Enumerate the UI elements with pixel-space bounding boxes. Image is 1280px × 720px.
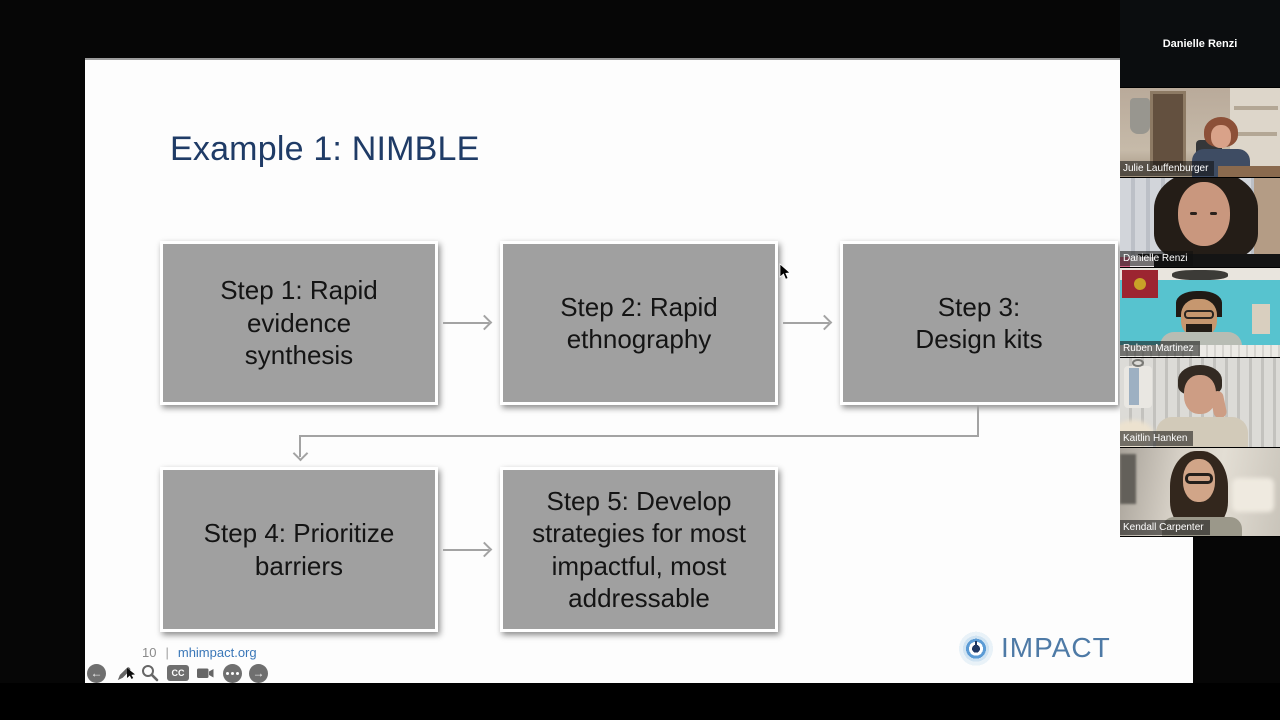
- flow-box-step1-label: Step 1: Rapid evidence synthesis: [220, 275, 378, 371]
- connector-step4-down: [299, 435, 301, 457]
- arrowhead-right-icon: [816, 314, 833, 331]
- hanging-coat: [1130, 98, 1150, 134]
- camera-icon: [197, 668, 214, 678]
- participant-tile-danielle-renzi[interactable]: Danielle Renzi: [1120, 178, 1280, 268]
- page-number: 10: [142, 645, 157, 660]
- person-eye: [1190, 212, 1197, 215]
- window-light: [1232, 478, 1274, 512]
- shared-slide: Example 1: NIMBLE Step 1: Rapid evidence…: [85, 58, 1193, 683]
- zoom-magnifier-button[interactable]: [140, 663, 160, 683]
- door: [1150, 91, 1186, 173]
- flow-box-step2-label: Step 2: Rapid ethnography: [560, 291, 718, 355]
- flow-box-step4: Step 4: Prioritize barriers: [160, 467, 438, 632]
- participant-name: Danielle Renzi: [1120, 251, 1194, 266]
- video-scene: [1120, 178, 1280, 267]
- flow-box-step4-label: Step 4: Prioritize barriers: [203, 518, 395, 581]
- footer-separator: |: [165, 645, 169, 660]
- presenter-toolbar: ← CC: [87, 663, 268, 683]
- connector-step3-down: [977, 405, 979, 436]
- participant-name: Ruben Martinez: [1120, 341, 1200, 356]
- flow-box-step5: Step 5: Develop strategies for most impa…: [500, 467, 778, 632]
- person-hand: [1209, 389, 1228, 420]
- shelf: [1252, 304, 1270, 334]
- flow-box-step3-label: Step 3: Design kits: [915, 291, 1043, 355]
- arrow-step2-step3: [783, 322, 829, 324]
- wall-flag: [1122, 270, 1158, 298]
- person-face: [1211, 125, 1231, 148]
- participant-tile-ruben-martinez[interactable]: Ruben Martinez: [1120, 268, 1280, 358]
- ceiling-fan: [1172, 270, 1228, 280]
- pen-icon: [117, 666, 130, 680]
- website-link[interactable]: mhimpact.org: [177, 645, 257, 660]
- participant-name: Kendall Carpenter: [1120, 520, 1210, 535]
- previous-slide-button[interactable]: ←: [87, 663, 106, 683]
- shelf: [1234, 106, 1278, 110]
- participant-name: Kaitlin Hanken: [1120, 431, 1194, 446]
- next-slide-button[interactable]: →: [249, 663, 268, 683]
- glasses: [1184, 310, 1214, 319]
- person-face: [1178, 182, 1230, 246]
- arrowhead-right-icon: [476, 314, 493, 331]
- person-eye: [1210, 212, 1217, 215]
- flow-box-step2: Step 2: Rapid ethnography: [500, 241, 778, 405]
- flow-box-step5-label: Step 5: Develop strategies for most impa…: [532, 485, 746, 614]
- participant-tile-danielle-renzi-video-off[interactable]: Danielle Renzi: [1120, 0, 1280, 88]
- magnifier-icon: [142, 665, 159, 682]
- impact-logo: IMPACT: [958, 630, 1111, 666]
- pen-annotate-button[interactable]: [113, 663, 135, 683]
- background-shape: [1120, 454, 1136, 504]
- participant-tile-kaitlin-hanken[interactable]: Kaitlin Hanken: [1120, 358, 1280, 448]
- glasses: [1185, 473, 1213, 484]
- participant-name: Julie Lauffenburger: [1120, 161, 1215, 176]
- closed-captions-button[interactable]: CC: [167, 665, 189, 681]
- shelf: [1237, 132, 1277, 136]
- connector-horizontal: [299, 435, 979, 437]
- participant-tile-julie-lauffenburger[interactable]: Julie Lauffenburger: [1120, 88, 1280, 178]
- hanging-clothes: [1129, 368, 1139, 405]
- camera-button[interactable]: [196, 663, 216, 683]
- arrowhead-right-icon: [476, 541, 493, 558]
- local-mouse-cursor-icon: [127, 668, 135, 679]
- ellipsis-icon: [226, 671, 239, 675]
- participant-name: Danielle Renzi: [1162, 37, 1238, 50]
- hanger: [1132, 359, 1144, 367]
- desk: [1218, 166, 1280, 177]
- power-stem: [975, 641, 977, 647]
- flow-box-step1: Step 1: Rapid evidence synthesis: [160, 241, 438, 405]
- mouse-cursor-icon: [779, 263, 791, 280]
- slide-footer: 10 | mhimpact.org: [142, 645, 257, 660]
- arrow-step1-step2: [443, 322, 489, 324]
- slide-title: Example 1: NIMBLE: [170, 130, 480, 168]
- impact-logo-text: IMPACT: [1001, 632, 1111, 663]
- ripple-logo-icon: [958, 630, 994, 666]
- bottom-letterbox: [0, 683, 1280, 720]
- arrow-step4-step5: [443, 549, 489, 551]
- arrowhead-down-icon: [292, 445, 309, 462]
- flag-emblem: [1134, 278, 1146, 290]
- wall: [1254, 178, 1280, 267]
- flow-box-step3: Step 3: Design kits: [840, 241, 1118, 405]
- more-options-button[interactable]: [223, 663, 242, 683]
- participant-tile-kendall-carpenter[interactable]: Kendall Carpenter: [1120, 448, 1280, 537]
